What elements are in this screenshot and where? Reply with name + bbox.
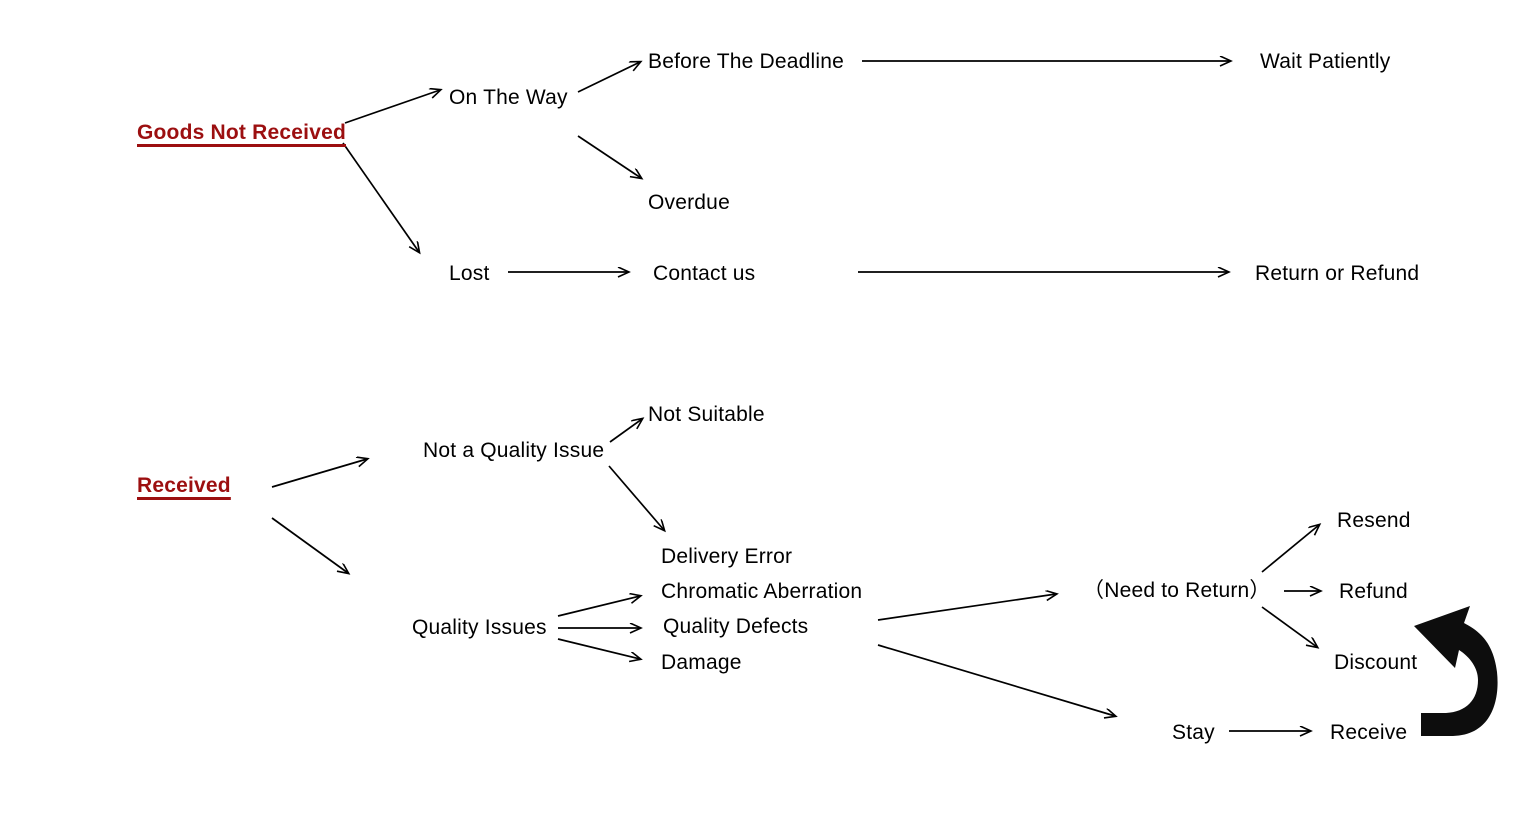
node-goods-not-received[interactable]: Goods Not Received: [137, 121, 346, 144]
node-overdue[interactable]: Overdue: [648, 191, 730, 214]
not-quality-to-not-suitable-arrow: [609, 419, 642, 443]
node-resend[interactable]: Resend: [1337, 509, 1411, 532]
defects-to-need-return-arrow: [877, 594, 1056, 621]
node-lost[interactable]: Lost: [449, 262, 490, 285]
node-return-or-refund[interactable]: Return or Refund: [1255, 262, 1420, 285]
node-quality-issues[interactable]: Quality Issues: [412, 616, 547, 639]
goods-to-on-the-way-arrow: [344, 90, 440, 124]
node-chromatic-aberration[interactable]: Chromatic Aberration: [661, 580, 863, 603]
on-the-way-to-overdue-arrow: [577, 135, 641, 178]
node-delivery-error[interactable]: Delivery Error: [661, 545, 793, 568]
node-quality-defects[interactable]: Quality Defects: [663, 615, 809, 638]
not-quality-to-delivery-error-arrow: [608, 465, 664, 530]
node-damage[interactable]: Damage: [661, 651, 742, 674]
need-return-to-resend-arrow: [1261, 525, 1319, 573]
node-not-a-quality-issue[interactable]: Not a Quality Issue: [423, 439, 605, 462]
node-wait-patiently[interactable]: Wait Patiently: [1260, 50, 1391, 73]
received-to-quality-issues-arrow: [271, 517, 348, 573]
node-before-the-deadline[interactable]: Before The Deadline: [648, 50, 845, 73]
received-to-not-quality-arrow: [271, 459, 367, 488]
node-on-the-way[interactable]: On The Way: [449, 86, 568, 109]
node-received[interactable]: Received: [137, 474, 231, 497]
receive-to-discount-loop-arrow: [1414, 606, 1498, 736]
node-discount[interactable]: Discount: [1334, 651, 1418, 674]
node-need-to-return[interactable]: （Need to Return）: [1083, 579, 1271, 602]
node-contact-us[interactable]: Contact us: [653, 262, 756, 285]
need-return-to-discount-arrow: [1261, 606, 1317, 647]
node-refund[interactable]: Refund: [1339, 580, 1408, 603]
quality-issues-to-damage-arrow: [557, 638, 640, 659]
node-receive[interactable]: Receive: [1330, 721, 1408, 744]
quality-issues-to-chromatic-arrow: [557, 596, 640, 617]
on-the-way-to-before-deadline-arrow: [577, 62, 640, 93]
goods-to-lost-arrow: [342, 142, 419, 252]
damage-to-stay-arrow: [877, 644, 1115, 716]
node-stay[interactable]: Stay: [1172, 721, 1215, 744]
node-not-suitable[interactable]: Not Suitable: [648, 403, 765, 426]
